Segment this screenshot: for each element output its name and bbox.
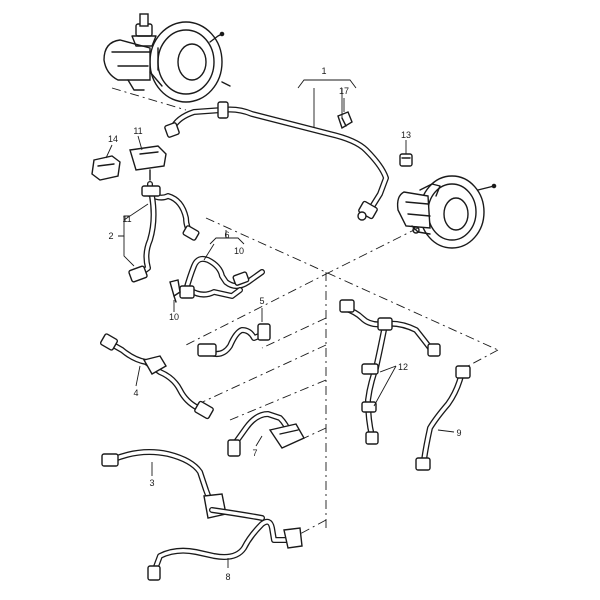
sensor-part-11: [129, 145, 167, 181]
label-11-side: 11: [122, 214, 131, 224]
label-8: 8: [225, 572, 230, 582]
fitting-part-10: [169, 279, 181, 303]
reference-lines: [111, 87, 499, 536]
hose-part-6: [179, 255, 265, 299]
label-3: 3: [149, 478, 154, 488]
brake-booster-right: [396, 175, 497, 249]
hose-part-5: [197, 323, 271, 357]
label-10-bottom: 10: [169, 312, 179, 322]
brake-booster-top: [103, 13, 231, 103]
label-7: 7: [252, 448, 257, 458]
label-14: 14: [108, 134, 118, 144]
label-9: 9: [456, 428, 461, 438]
clip-part-17: [337, 111, 353, 130]
hose-part-9: [415, 365, 471, 471]
label-17: 17: [339, 86, 349, 96]
label-10-top: 10: [234, 246, 244, 256]
hose-part-2: [128, 181, 200, 283]
label-6: 6: [224, 230, 229, 240]
sensor-part-14: [91, 155, 121, 181]
clip-part-13: [399, 153, 413, 167]
callout-labels: 1 17 13 14 11 11 2 6 10 10 5 4 7 3 8 12 …: [108, 66, 462, 582]
hose-part-4: [99, 333, 214, 420]
vacuum-pipe-main: [164, 101, 389, 221]
label-1: 1: [321, 66, 326, 76]
label-5: 5: [259, 296, 264, 306]
hose-part-12: [339, 299, 441, 445]
hose-part-7: [227, 411, 305, 457]
hose-part-3: [101, 449, 227, 519]
label-4: 4: [133, 388, 138, 398]
leader-lines: [105, 79, 455, 568]
label-11-top: 11: [133, 126, 142, 136]
hose-part-8: [147, 507, 303, 581]
label-12: 12: [398, 362, 408, 372]
label-2: 2: [108, 231, 113, 241]
label-13: 13: [401, 130, 411, 140]
